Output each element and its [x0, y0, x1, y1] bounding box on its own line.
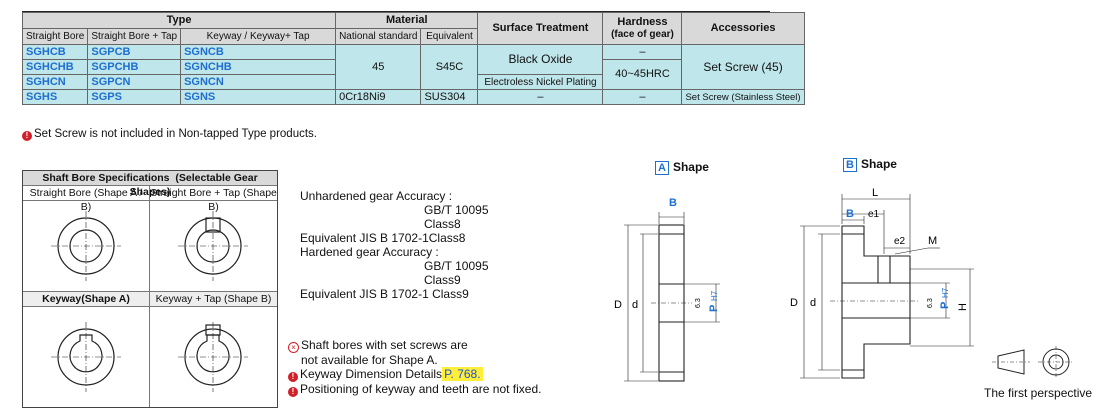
type-code: SGHCB	[21, 44, 89, 60]
type-code: SGNCN	[180, 74, 337, 90]
straight-bore-tap-header: Straight Bore + Tap	[87, 28, 182, 45]
hardness-header: Hardness(face of gear)	[602, 12, 683, 45]
accuracy-line: GB/T 10095 Class9	[424, 259, 489, 287]
material-45: 45	[335, 44, 422, 90]
type-code: SGHCHB	[21, 59, 89, 75]
surface-dash: –	[477, 89, 604, 105]
shape-a-tol: 6.3	[695, 298, 702, 308]
type-header: Type	[21, 12, 337, 29]
black-oxide: Black Oxide	[477, 44, 604, 75]
straight-bore-tap-label: Straight Bore + Tap (Shape B)	[150, 187, 277, 213]
accuracy-line: GB/T 10095 Class8	[424, 203, 489, 231]
accessories-header: Accessories	[681, 12, 805, 45]
shape-b-H-label: H	[957, 303, 969, 311]
accuracy-line: Equivalent JIS B 1702-1Class8	[300, 231, 466, 245]
page-link[interactable]: P. 768.	[442, 367, 483, 381]
caution-icon: !	[288, 372, 298, 382]
hardness-value: 40~45HRC	[602, 59, 683, 90]
nickel-plating: Electroless Nickel Plating	[477, 74, 604, 90]
type-code: SGHS	[21, 89, 89, 105]
type-code: SGNS	[180, 89, 337, 105]
keyway-label: Keyway(Shape A)	[23, 292, 149, 307]
keyway-drawings	[51, 322, 248, 392]
first-angle-projection-icon	[992, 346, 1074, 378]
material-header: Material	[335, 12, 479, 29]
shaft-box-title: Shaft Bore Specifications (Selectable Ge…	[23, 171, 277, 198]
spec-table: Type Material Surface Treatment Hardness…	[21, 12, 805, 105]
equivalent-header: Equivalent	[420, 28, 479, 45]
shape-b-p: P	[939, 302, 951, 309]
type-code: SGPCHB	[87, 59, 182, 75]
surface-header: Surface Treatment	[477, 12, 604, 45]
shape-a-drawing: B D d 6.3 P H7	[614, 197, 720, 382]
accuracy-block: Unhardened gear Accuracy : GB/T 10095 Cl…	[300, 189, 520, 301]
straight-bore-header: Straight Bore	[21, 28, 89, 45]
keyway-tap-label: Keyway + Tap (Shape B)	[150, 292, 277, 307]
shape-b-e1-label: e1	[868, 209, 880, 220]
notes-block: ×Shaft bores with set screws are not ava…	[288, 338, 578, 397]
national-header: National standard	[335, 28, 422, 45]
divider	[149, 200, 150, 407]
prohibited-icon: ×	[288, 342, 299, 353]
note-setscrew-shape-a: ×Shaft bores with set screws are	[288, 338, 578, 353]
shape-b-L-label: L	[872, 187, 878, 199]
accuracy-line: Equivalent JIS B 1702-1 Class9	[300, 287, 469, 301]
straight-bore-drawings	[51, 211, 248, 281]
set-screw: Set Screw (45)	[681, 44, 805, 90]
shape-a-p: P	[708, 305, 720, 312]
shape-b-h7: H7	[941, 287, 950, 298]
material-sus304: SUS304	[420, 89, 479, 105]
caution-icon: !	[288, 387, 298, 397]
first-perspective-label: The first perspective	[984, 386, 1093, 400]
material-0cr18ni9: 0Cr18Ni9	[335, 89, 422, 105]
shaft-bore-spec-box: Shaft Bore Specifications (Selectable Ge…	[22, 170, 278, 408]
type-code: SGNCHB	[180, 59, 337, 75]
shape-b-tol: 6.3	[927, 298, 934, 308]
material-s45c: S45C	[420, 44, 479, 90]
note-line: not available for Shape A.	[301, 353, 438, 367]
accuracy-line: Hardened gear Accuracy :	[300, 245, 439, 259]
shape-b-M-label: M	[928, 235, 937, 247]
hardness-dash: –	[602, 44, 683, 60]
shape-b-b-label: B	[846, 208, 854, 220]
accuracy-line: Unhardened gear Accuracy :	[300, 189, 453, 203]
shape-b-d-label: d	[810, 297, 816, 309]
note-positioning: !Positioning of keyway and teeth are not…	[288, 382, 578, 397]
shape-b-e2-label: e2	[894, 236, 906, 247]
set-screw-stainless: Set Screw (Stainless Steel)	[681, 89, 805, 105]
shape-a-h7: H7	[710, 290, 719, 301]
shape-b-D-label: D	[790, 297, 798, 309]
shape-a-d-label: d	[632, 299, 638, 311]
type-code: SGHCN	[21, 74, 89, 90]
type-code: SGPS	[87, 89, 182, 105]
shape-a-b-label: B	[669, 197, 677, 209]
keyway-header: Keyway / Keyway+ Tap	[180, 28, 337, 45]
straight-bore-label: Straight Bore (Shape A / B)	[23, 186, 150, 213]
shape-a-D-label: D	[614, 299, 622, 311]
type-code: SGNCB	[180, 44, 337, 60]
type-code: SGPCB	[87, 44, 182, 60]
type-code: SGPCN	[87, 74, 182, 90]
hardness-dash: –	[602, 89, 683, 105]
shape-b-drawing: L B e1 e2 M D d 6.3 P H7 H	[790, 187, 974, 379]
divider	[23, 291, 277, 292]
caution-icon: !	[22, 131, 32, 141]
set-screw-note: !Set Screw is not included in Non-tapped…	[22, 128, 317, 141]
